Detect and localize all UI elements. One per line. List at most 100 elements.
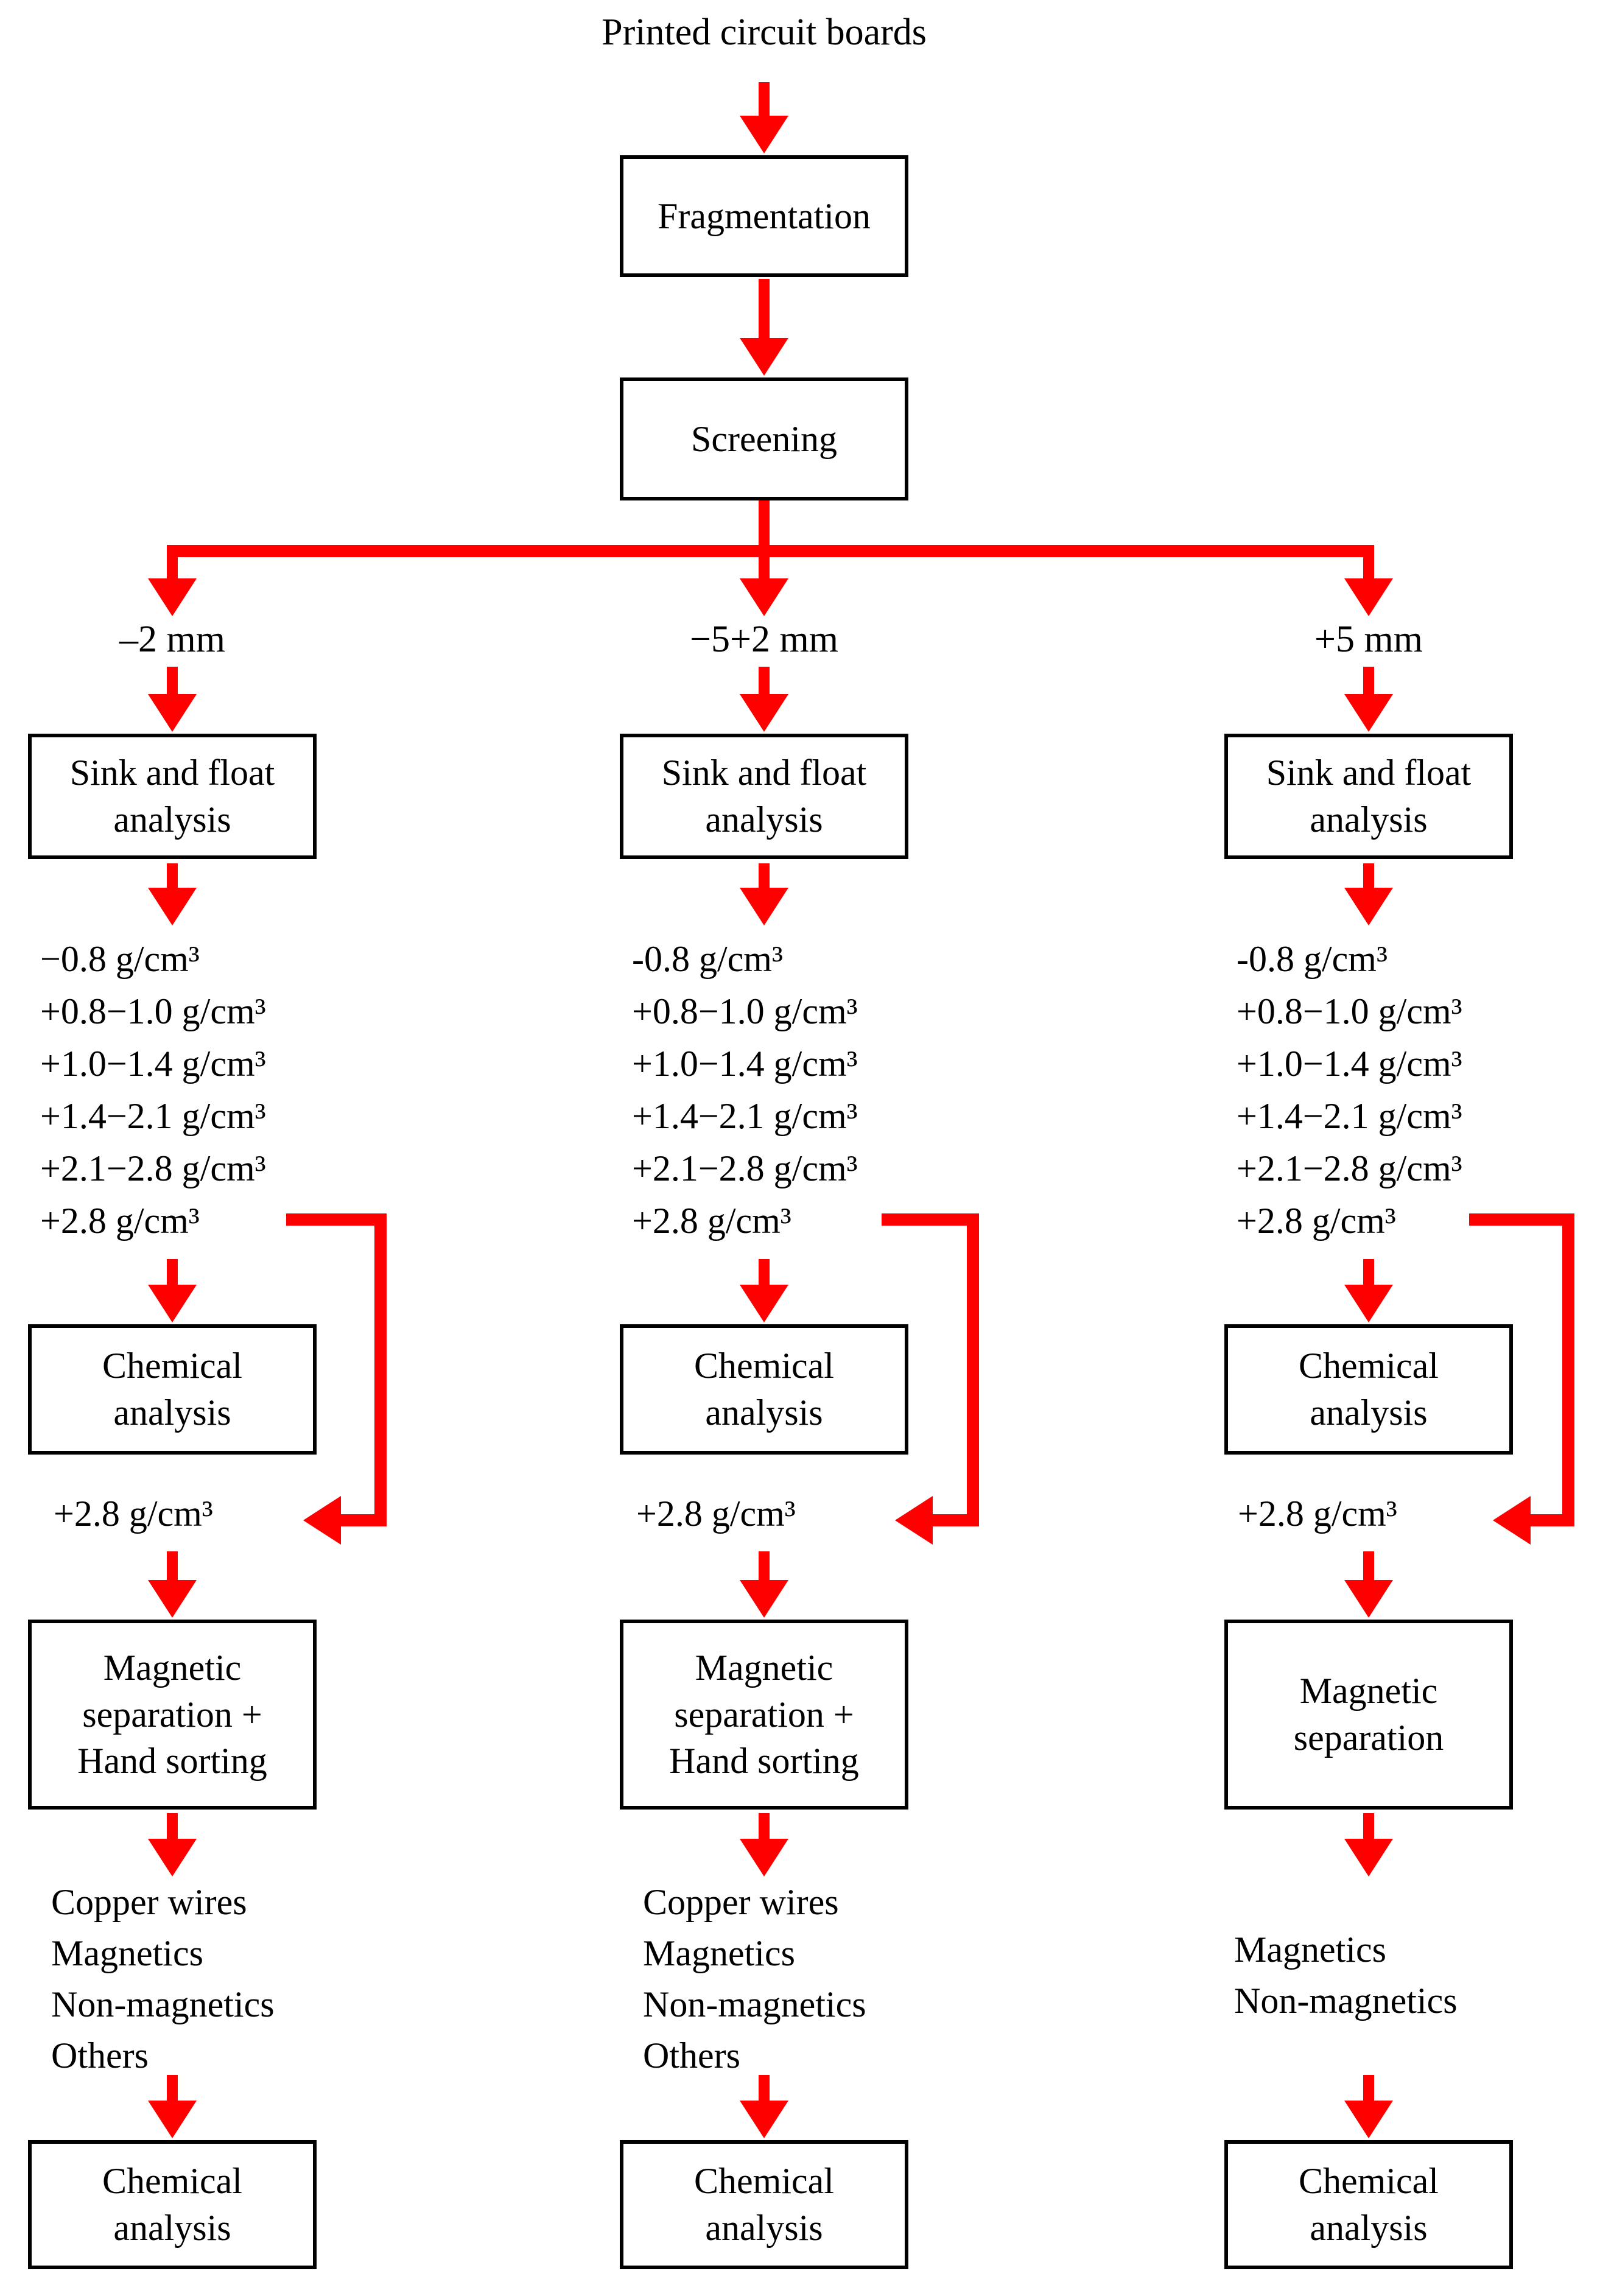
- box-label-line: Chemical: [1299, 1346, 1439, 1386]
- flow-arrow: [1344, 1813, 1393, 1876]
- flow-arrow: [148, 667, 197, 732]
- flow-arrow: [148, 863, 197, 925]
- flow-arrow: [740, 1551, 788, 1618]
- box-label-line: Chemical: [102, 2161, 242, 2202]
- bypass-line-segment: [374, 1213, 387, 1526]
- density-fraction: +1.0−1.4 g/cm³: [1237, 1044, 1462, 1084]
- box-label-line: analysis: [113, 1392, 231, 1433]
- box-label-line: Magnetic: [103, 1647, 242, 1688]
- flow-arrow: [740, 557, 788, 616]
- branch-size-label: −5+2 mm: [690, 619, 838, 660]
- output-item: Copper wires: [51, 1882, 247, 1922]
- density-fraction: +0.8−1.0 g/cm³: [632, 991, 858, 1031]
- box-label-line: separation +: [674, 1694, 854, 1735]
- density-fraction: +1.4−2.1 g/cm³: [1237, 1096, 1462, 1136]
- density-fraction-list: -0.8 g/cm³ +0.8−1.0 g/cm³ +1.0−1.4 g/cm³…: [1237, 933, 1462, 1247]
- output-item: Non-magnetics: [51, 1984, 275, 2024]
- heavy-fraction-label: +2.8 g/cm³: [1238, 1494, 1397, 1534]
- box-label-line: analysis: [705, 799, 823, 840]
- output-item: Magnetics: [51, 1933, 203, 1973]
- density-fraction: +1.4−2.1 g/cm³: [40, 1096, 266, 1136]
- flow-arrow: [740, 1259, 788, 1322]
- separation-outputs: Copper wires Magnetics Non-magnetics Oth…: [51, 1876, 275, 2081]
- box-label-line: Hand sorting: [669, 1741, 859, 1782]
- output-item: Magnetics: [643, 1933, 795, 1973]
- flow-arrow: [740, 279, 788, 376]
- separation-box: Magnetic separation + Hand sorting: [28, 1620, 317, 1810]
- flow-line: [759, 500, 770, 552]
- branch-size-label: –2 mm: [119, 619, 225, 660]
- chemical-analysis-box: Chemical analysis: [28, 1324, 317, 1455]
- sink-and-float-box: Sink and float analysis: [1224, 734, 1513, 859]
- separation-box: Magnetic separation + Hand sorting: [620, 1620, 908, 1810]
- box-label-line: analysis: [705, 2208, 823, 2248]
- flow-arrow: [1344, 1259, 1393, 1322]
- output-item: Copper wires: [643, 1882, 839, 1922]
- output-item: Magnetics: [1234, 1929, 1386, 1970]
- density-fraction: +2.1−2.8 g/cm³: [1237, 1148, 1462, 1188]
- box-label-line: Chemical: [1299, 2161, 1439, 2202]
- box-label-line: analysis: [1310, 2208, 1428, 2248]
- density-fraction: +1.4−2.1 g/cm³: [632, 1096, 858, 1136]
- flow-arrow: [740, 82, 788, 153]
- screening-label: Screening: [691, 418, 837, 459]
- density-fraction: +2.8 g/cm³: [632, 1201, 791, 1241]
- box-label-line: Magnetic: [695, 1647, 833, 1688]
- box-label-line: analysis: [1310, 1392, 1428, 1433]
- fragmentation-label: Fragmentation: [658, 195, 871, 236]
- bypass-arrowhead-icon: [1493, 1496, 1531, 1545]
- box-label-line: Magnetic: [1299, 1671, 1438, 1711]
- output-item: Non-magnetics: [1234, 1981, 1458, 2021]
- separation-box: Magnetic separation: [1224, 1620, 1513, 1810]
- box-label-line: Chemical: [694, 2161, 834, 2202]
- separation-outputs: Magnetics Non-magnetics: [1234, 1924, 1458, 2026]
- fragmentation-box: Fragmentation: [620, 155, 908, 277]
- density-fraction: +0.8−1.0 g/cm³: [40, 991, 266, 1031]
- bypass-arrowhead-icon: [303, 1496, 341, 1545]
- flow-arrow: [1344, 2075, 1393, 2138]
- box-label-line: analysis: [1310, 799, 1428, 840]
- separation-outputs: Copper wires Magnetics Non-magnetics Oth…: [643, 1876, 866, 2081]
- output-item: Others: [643, 2035, 740, 2076]
- density-fraction: +1.0−1.4 g/cm³: [632, 1044, 858, 1084]
- box-label-line: Sink and float: [69, 753, 275, 793]
- page-title: Printed circuit boards: [602, 12, 927, 53]
- heavy-fraction-label: +2.8 g/cm³: [636, 1494, 796, 1534]
- flow-arrow: [1344, 1551, 1393, 1618]
- flow-arrow: [148, 2075, 197, 2138]
- box-label-line: Sink and float: [661, 753, 867, 793]
- flow-arrow: [148, 557, 197, 616]
- flow-arrow: [740, 1813, 788, 1876]
- flow-arrow: [1344, 667, 1393, 732]
- heavy-fraction-label: +2.8 g/cm³: [54, 1494, 213, 1534]
- screening-box: Screening: [620, 377, 908, 500]
- bypass-line-segment: [967, 1213, 979, 1526]
- box-label-line: analysis: [705, 1392, 823, 1433]
- box-label-line: analysis: [113, 799, 231, 840]
- bypass-line-segment: [932, 1514, 979, 1526]
- final-chemical-analysis-box: Chemical analysis: [620, 2140, 908, 2269]
- bypass-line-segment: [1469, 1213, 1574, 1226]
- final-chemical-analysis-box: Chemical analysis: [28, 2140, 317, 2269]
- branch-size-label: +5 mm: [1314, 619, 1423, 660]
- density-fraction: +1.0−1.4 g/cm³: [40, 1044, 266, 1084]
- branch-line: [167, 545, 1374, 557]
- density-fraction: −0.8 g/cm³: [40, 939, 200, 979]
- bypass-line-segment: [286, 1213, 387, 1226]
- box-label-line: Sink and float: [1266, 753, 1472, 793]
- output-item: Non-magnetics: [643, 1984, 866, 2024]
- flow-arrow: [148, 1813, 197, 1876]
- density-fraction: -0.8 g/cm³: [1237, 939, 1388, 979]
- bypass-line-segment: [340, 1514, 387, 1526]
- bypass-line-segment: [882, 1213, 979, 1226]
- bypass-arrowhead-icon: [895, 1496, 933, 1545]
- bypass-line-segment: [1562, 1213, 1574, 1526]
- output-item: Others: [51, 2035, 149, 2076]
- density-fraction: +0.8−1.0 g/cm³: [1237, 991, 1462, 1031]
- density-fraction: +2.8 g/cm³: [40, 1201, 200, 1241]
- density-fraction: -0.8 g/cm³: [632, 939, 783, 979]
- density-fraction-list: -0.8 g/cm³ +0.8−1.0 g/cm³ +1.0−1.4 g/cm³…: [632, 933, 858, 1247]
- flow-arrow: [1344, 557, 1393, 616]
- box-label-line: Chemical: [694, 1346, 834, 1386]
